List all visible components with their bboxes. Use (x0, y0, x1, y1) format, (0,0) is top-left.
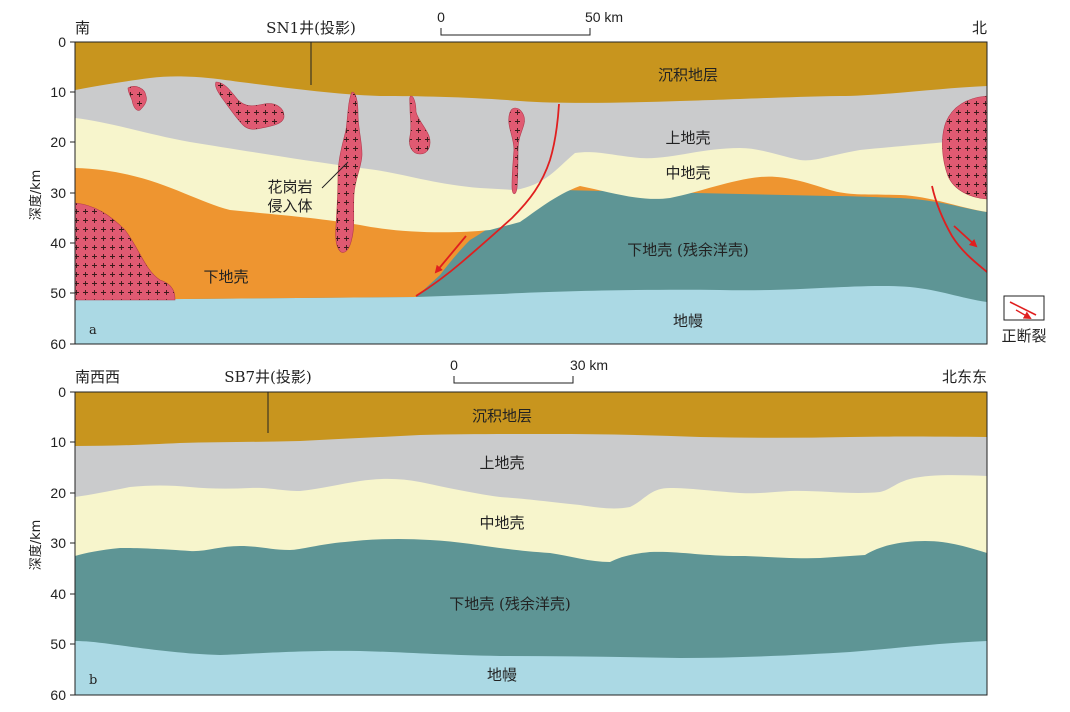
panel-a-layers (75, 42, 987, 344)
y-tick-label: 50 (50, 285, 66, 301)
y-tick-label: 0 (58, 34, 66, 50)
layer-label-sediment: 沉积地层 (472, 407, 532, 425)
layer-label-lower-crust-oceanic: 下地壳 (残余洋壳) (449, 595, 570, 613)
granite-leader-line (321, 161, 349, 189)
panel-b-scale-start: 0 (450, 357, 458, 373)
panel-b-sediment (75, 392, 987, 446)
panel-b-y-tick-labels: 0 10 20 30 40 50 60 (50, 384, 66, 703)
y-tick-label: 60 (50, 687, 66, 703)
y-tick-label: 20 (50, 134, 66, 150)
y-tick-label: 30 (50, 185, 66, 201)
panel-a-left-direction: 南 (75, 19, 90, 37)
panel-a-sediment (75, 42, 987, 103)
panel-b-layers (75, 392, 987, 695)
granite-intrusions (75, 81, 987, 301)
panel-a-scale-end: 50 km (585, 9, 623, 25)
panel-b-right-direction: 北东东 (942, 368, 987, 386)
layer-label-middle-crust: 中地壳 (665, 164, 710, 182)
layer-label-mantle: 地幔 (673, 312, 703, 330)
layer-label-lower-crust: 下地壳 (203, 268, 248, 286)
panel-b-well-label: SB7井(投影) (224, 368, 312, 386)
fault-motion-arrow (434, 235, 467, 274)
panel-b-scale-bar (453, 376, 574, 384)
y-tick-label: 30 (50, 535, 66, 551)
panel-b-scale-end: 30 km (570, 357, 608, 373)
normal-fault (415, 103, 560, 297)
fault-motion-arrow (953, 225, 978, 248)
panel-b-letter: b (89, 673, 97, 688)
granite-intrusion (409, 95, 431, 155)
panel-a: 0 10 20 30 40 50 60 深度/km 南 北 SN1井(投影) 0… (28, 9, 988, 352)
layer-label-upper-crust: 上地壳 (479, 454, 524, 472)
legend-fault-box (1003, 295, 1045, 321)
panel-a-well-label: SN1井(投影) (266, 19, 356, 37)
y-tick-label: 20 (50, 485, 66, 501)
panel-a-y-tick-labels: 0 10 20 30 40 50 60 (50, 34, 66, 352)
panel-b-y-axis (70, 391, 75, 696)
legend: 正断裂 (1001, 295, 1047, 345)
granite-intrusion (942, 95, 987, 200)
panel-a-scale-start: 0 (437, 9, 445, 25)
panel-b: 0 10 20 30 40 50 60 深度/km 南西西 北东东 SB7井(投… (28, 357, 988, 703)
granite-label-line1: 花岗岩 (267, 178, 312, 196)
y-tick-label: 40 (50, 235, 66, 251)
normal-fault-icon-arrow (1015, 309, 1032, 319)
y-tick-label: 50 (50, 636, 66, 652)
panel-a-y-axis (70, 41, 75, 345)
layer-label-middle-crust: 中地壳 (479, 514, 524, 532)
y-tick-label: 10 (50, 84, 66, 100)
panel-a-scale-bar (440, 28, 591, 36)
normal-fault (931, 185, 987, 273)
y-tick-label: 60 (50, 336, 66, 352)
panel-a-right-direction: 北 (972, 19, 987, 37)
layer-label-lower-crust-oceanic: 下地壳 (残余洋壳) (627, 241, 748, 259)
y-tick-label: 10 (50, 434, 66, 450)
faults (415, 103, 987, 297)
legend-normal-fault-label: 正断裂 (1001, 327, 1046, 345)
granite-intrusion (215, 81, 285, 130)
y-tick-label: 0 (58, 384, 66, 400)
granite-intrusion (75, 202, 176, 301)
layer-label-mantle: 地幔 (487, 666, 517, 684)
layer-label-upper-crust: 上地壳 (665, 129, 710, 147)
panel-a-y-axis-title: 深度/km (28, 170, 44, 221)
panel-a-letter: a (89, 323, 97, 338)
layer-label-sediment: 沉积地层 (658, 66, 718, 84)
y-tick-label: 40 (50, 586, 66, 602)
panel-b-y-axis-title: 深度/km (28, 520, 44, 571)
granite-intrusion (508, 107, 525, 195)
granite-intrusion (335, 91, 363, 253)
panel-b-left-direction: 南西西 (75, 368, 120, 386)
granite-label-line2: 侵入体 (267, 197, 312, 215)
granite-intrusion (127, 86, 147, 111)
